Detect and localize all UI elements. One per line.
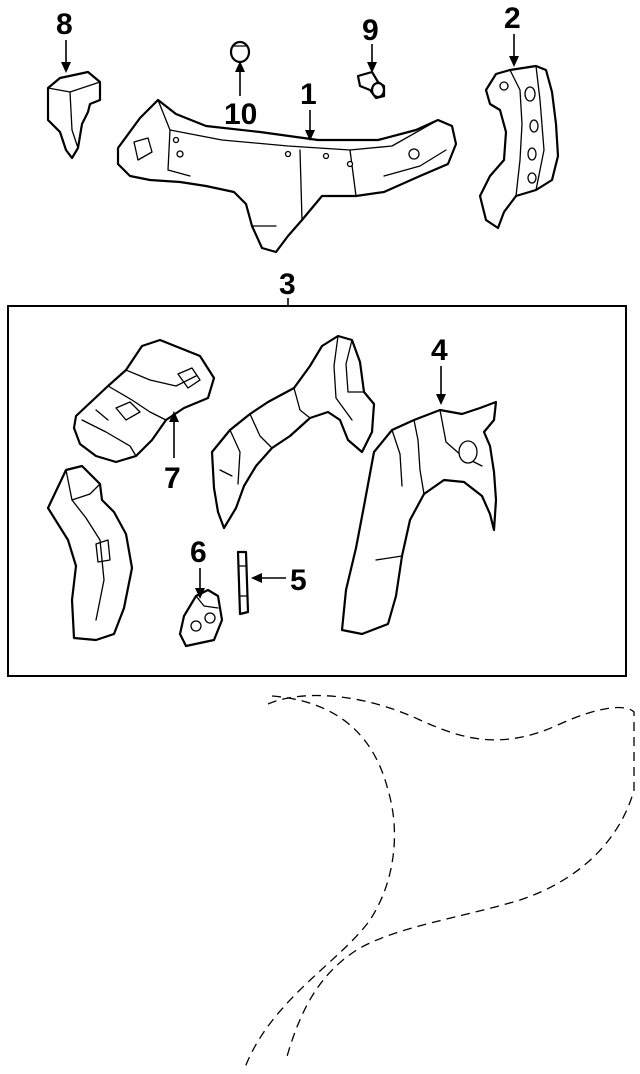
part-7-tray: [72, 338, 216, 464]
callout-5-label: 5: [290, 564, 307, 597]
part-wheelhouse-inner: [210, 334, 376, 530]
callout-7-label: 7: [164, 462, 181, 495]
callout-10: 10: [224, 61, 257, 131]
callout-10-label: 10: [224, 98, 257, 131]
part-1-panel: [116, 98, 458, 254]
callout-3: 3: [279, 268, 296, 306]
part-4-quarter-panel: [340, 400, 498, 636]
callout-1: 1: [300, 78, 317, 141]
part-10-plug: [229, 40, 251, 64]
callout-7: 7: [164, 411, 181, 495]
callout-2-label: 2: [504, 2, 521, 35]
callout-4-label: 4: [431, 334, 448, 367]
part-8-bracket: [46, 70, 102, 160]
assembly-frame: [7, 305, 627, 677]
callout-8-label: 8: [56, 8, 73, 41]
callout-2: 2: [504, 2, 521, 67]
part-9-clip: [356, 70, 386, 100]
callout-8: 8: [56, 8, 73, 73]
callout-6-label: 6: [190, 536, 207, 569]
part-2-reinforcement: [478, 64, 560, 230]
callout-5: 5: [251, 564, 307, 597]
callout-1-label: 1: [300, 78, 317, 111]
part-6-plate: [178, 588, 224, 648]
callout-4: 4: [431, 334, 448, 405]
callout-6: 6: [190, 536, 207, 599]
part-5-stud: [236, 550, 250, 616]
callout-9-label: 9: [362, 14, 379, 47]
callout-9: 9: [362, 14, 379, 73]
callout-3-label: 3: [279, 268, 296, 301]
part-pillar-inner: [46, 464, 134, 642]
quarter-panel-outline-dashed: [243, 694, 635, 1071]
